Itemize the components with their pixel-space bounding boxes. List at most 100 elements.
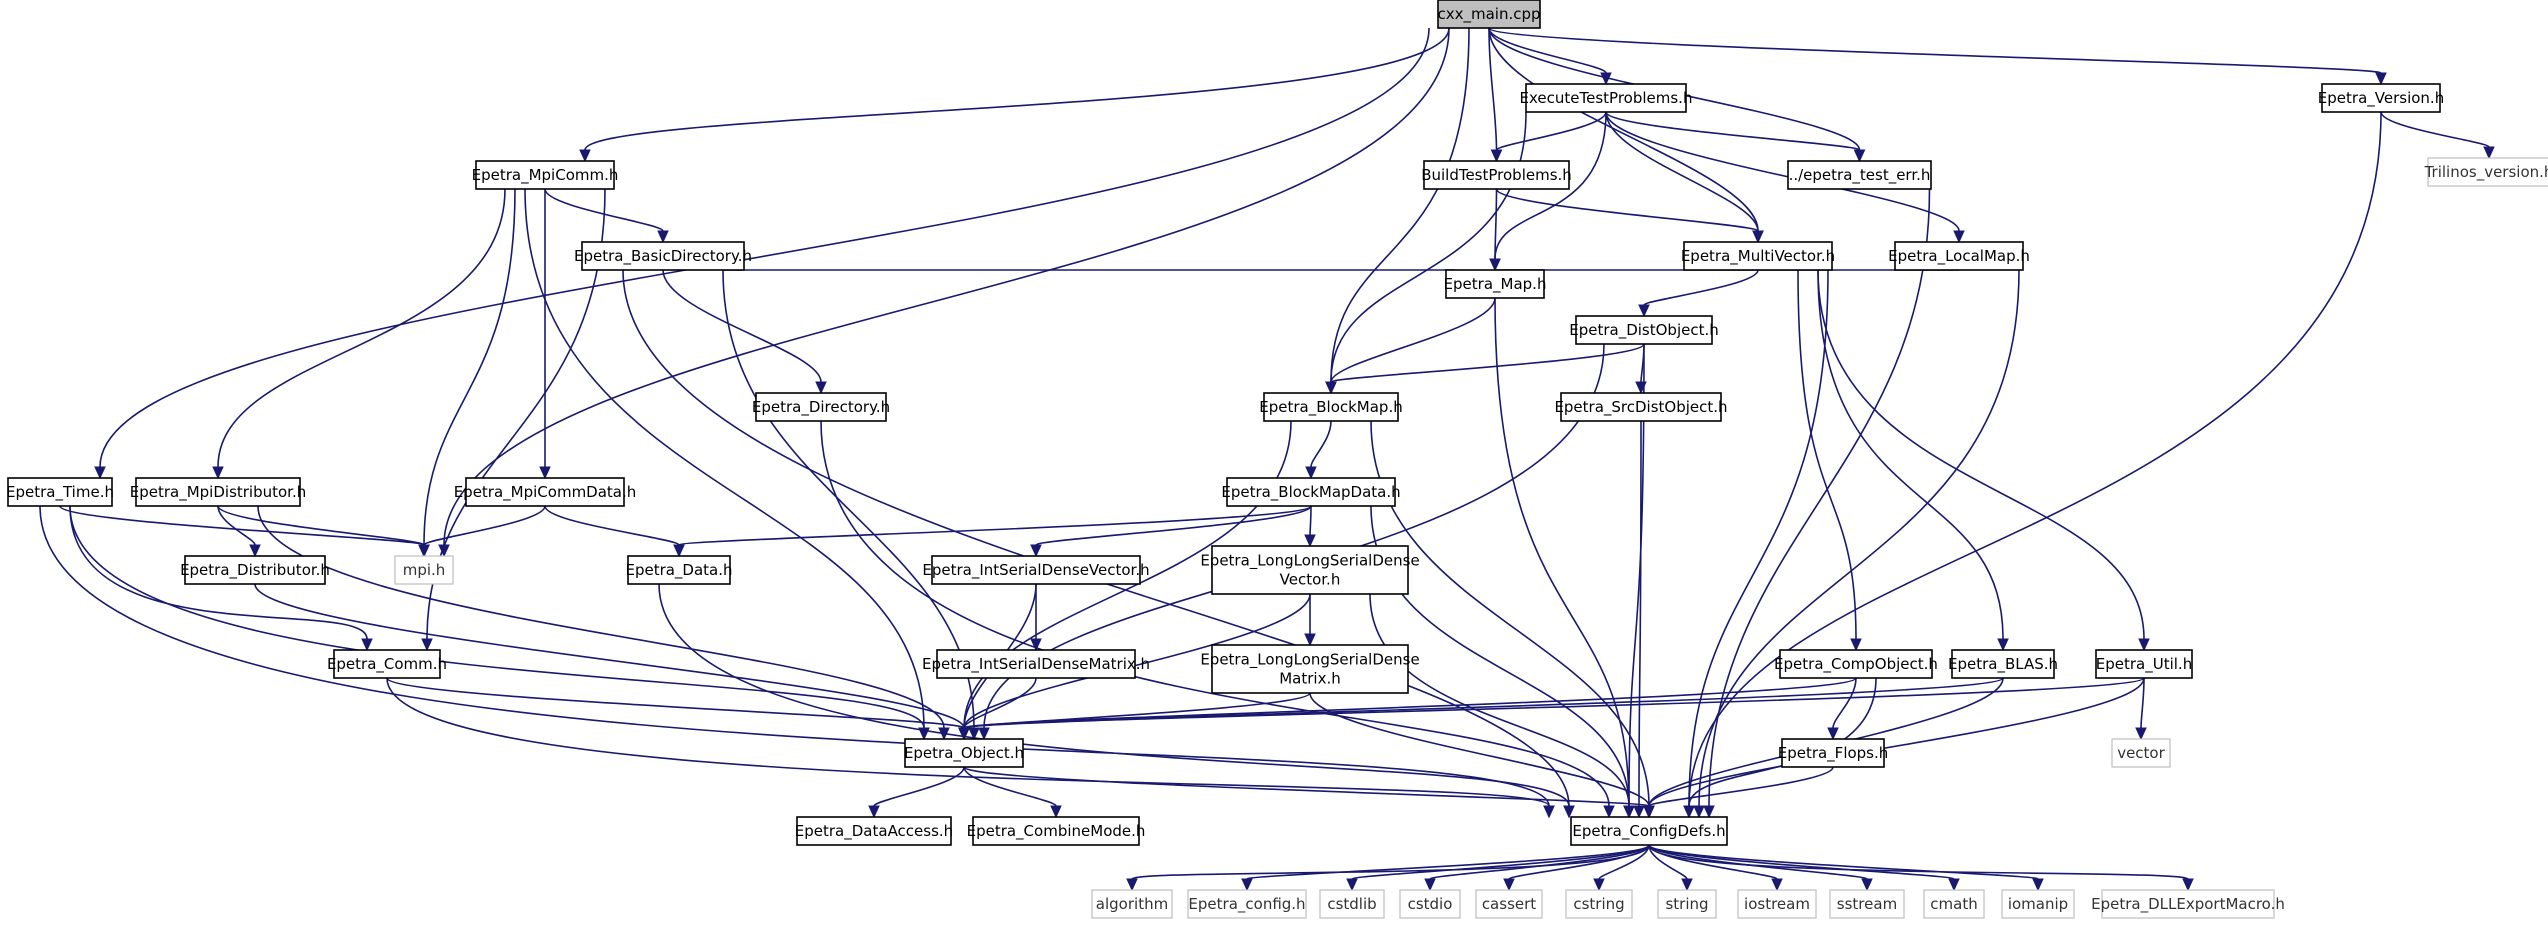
edge-Epetra_Time-to-Epetra_Object <box>69 505 925 729</box>
node-Epetra_LocalMap[interactable]: Epetra_LocalMap.h <box>1888 241 2030 271</box>
arrowhead-BuildTestProblems-to-Epetra_Map <box>1489 258 1501 272</box>
edge-Epetra_MultiVector-to-Epetra_ConfigDefs <box>1688 269 1829 807</box>
node-Epetra_MpiComm[interactable]: Epetra_MpiComm.h <box>472 160 619 190</box>
node-label-cassert: cassert <box>1482 895 1536 913</box>
node-label-Epetra_LongLongSerialDenseMatrix-1: Matrix.h <box>1279 670 1341 688</box>
arrowhead-epetra_test_err-to-Epetra_ConfigDefs <box>1703 805 1715 819</box>
edge-Epetra_MultiVector-to-Epetra_BLAS <box>1817 269 2004 640</box>
node-box-BuildTestProblems <box>1423 160 1570 190</box>
arrowhead-Epetra_BasicDirectory-to-Epetra_Directory <box>815 381 827 395</box>
arrowhead-Epetra_ConfigDefs-to-cstring <box>1593 878 1605 892</box>
node-label-vector: vector <box>2117 744 2165 762</box>
node-label-Epetra_Version: Epetra_Version.h <box>2318 89 2444 108</box>
edge-Epetra_BlockMapData-to-Epetra_Data <box>678 505 1312 546</box>
edge-ExecuteTestProblems-to-Epetra_Map <box>1494 111 1607 260</box>
arrowhead-ExecuteTestProblems-to-BuildTestProblems <box>1490 149 1503 163</box>
arrowhead-Epetra_MpiComm-to-Epetra_BasicDirectory <box>657 230 669 244</box>
node-Epetra_ConfigDefs[interactable]: Epetra_ConfigDefs.h <box>1570 816 1728 846</box>
node-label-Epetra_DistObject: Epetra_DistObject.h <box>1569 321 1719 340</box>
arrowhead-Epetra_LocalMap-to-Epetra_ConfigDefs <box>1693 805 1705 819</box>
arrowhead-cxx_main-to-Epetra_Time <box>94 466 106 480</box>
node-Epetra_Time[interactable]: Epetra_Time.h <box>6 477 114 507</box>
edge-cxx_main-to-ExecuteTestProblems <box>1488 27 1607 74</box>
node-Epetra_MpiDistributor[interactable]: Epetra_MpiDistributor.h <box>130 477 307 507</box>
arrowhead-Epetra_BasicDirectory-to-Epetra_Object <box>968 727 980 741</box>
node-box-Epetra_BlockMapData <box>1226 477 1396 507</box>
edge-Epetra_LongLongSerialDenseVector-to-Epetra_ConfigDefs <box>1369 593 1630 807</box>
node-Epetra_Object[interactable]: Epetra_Object.h <box>904 738 1024 768</box>
node-box-Epetra_LongLongSerialDenseMatrix <box>1211 644 1409 694</box>
edge-Epetra_ConfigDefs-to-string <box>1648 844 1688 880</box>
node-label-Epetra_CombineMode: Epetra_CombineMode.h <box>967 822 1146 841</box>
node-box-Epetra_Map <box>1445 269 1545 299</box>
node-box-Epetra_config <box>1187 889 1307 919</box>
node-Epetra_Data[interactable]: Epetra_Data.h <box>625 555 733 585</box>
arrowhead-Epetra_MultiVector-to-Epetra_Util <box>2138 638 2150 652</box>
node-Epetra_Map[interactable]: Epetra_Map.h <box>1444 269 1547 299</box>
node-Epetra_BlockMap[interactable]: Epetra_BlockMap.h <box>1259 392 1403 422</box>
edge-cxx_main-to-BuildTestProblems <box>1488 27 1498 151</box>
node-BuildTestProblems[interactable]: BuildTestProblems.h <box>1421 160 1572 190</box>
node-box-Epetra_IntSerialDenseVector <box>931 555 1141 585</box>
node-label-sstream: sstream <box>1837 895 1897 913</box>
edge-Epetra_Object-to-Epetra_CombineMode <box>963 766 1057 807</box>
node-label-Epetra_DataAccess: Epetra_DataAccess.h <box>795 822 953 841</box>
node-box-cstdio <box>1399 889 1461 919</box>
arrowhead-Epetra_ConfigDefs-to-cmath <box>1948 878 1960 892</box>
edge-Epetra_Util-to-vector <box>2140 677 2145 729</box>
node-label-Epetra_MpiDistributor: Epetra_MpiDistributor.h <box>130 483 307 502</box>
edge-BuildTestProblems-to-Epetra_Map <box>1494 188 1498 260</box>
node-Epetra_Comm[interactable]: Epetra_Comm.h <box>327 649 447 679</box>
edge-ExecuteTestProblems-to-epetra_test_err <box>1605 111 1861 151</box>
node-box-iostream <box>1737 889 1817 919</box>
edge-BuildTestProblems-to-Epetra_MultiVector <box>1495 188 1759 232</box>
node-Epetra_Directory[interactable]: Epetra_Directory.h <box>752 392 890 422</box>
node-Epetra_Version[interactable]: Epetra_Version.h <box>2318 83 2444 113</box>
node-Epetra_BlockMapData[interactable]: Epetra_BlockMapData.h <box>1221 477 1401 507</box>
node-Epetra_Flops[interactable]: Epetra_Flops.h <box>1778 738 1889 768</box>
edge-Epetra_ConfigDefs-to-cstdio <box>1429 844 1650 880</box>
edge-Epetra_BlockMapData-to-Epetra_LongLongSerialDenseVector <box>1309 505 1312 536</box>
node-label-Epetra_MpiCommData: Epetra_MpiCommData.h <box>454 483 637 502</box>
edge-Epetra_MpiComm-to-mpi <box>423 188 516 546</box>
node-Epetra_DataAccess[interactable]: Epetra_DataAccess.h <box>795 816 953 846</box>
arrowhead-Epetra_Util-to-vector <box>2135 727 2147 741</box>
node-cxx_main[interactable]: cxx_main.cpp <box>1437 0 1541 29</box>
arrowhead-Epetra_Object-to-Epetra_ConfigDefs <box>1643 805 1655 819</box>
node-Epetra_BLAS[interactable]: Epetra_BLAS.h <box>1948 649 2058 679</box>
edge-Epetra_Time-to-mpi <box>59 505 425 546</box>
node-Epetra_IntSerialDenseMatrix[interactable]: Epetra_IntSerialDenseMatrix.h <box>922 649 1150 679</box>
node-Epetra_Util[interactable]: Epetra_Util.h <box>2095 649 2193 679</box>
node-label-Epetra_Time: Epetra_Time.h <box>6 483 114 502</box>
edge-Epetra_Directory-to-Epetra_ConfigDefs <box>820 420 1610 807</box>
edge-cxx_main-to-Epetra_Time <box>99 27 1430 468</box>
arrowhead-Epetra_Object-to-Epetra_CombineMode <box>1050 805 1062 819</box>
node-box-Epetra_BLAS <box>1951 649 2055 679</box>
node-Epetra_IntSerialDenseVector[interactable]: Epetra_IntSerialDenseVector.h <box>922 555 1150 585</box>
node-ExecuteTestProblems[interactable]: ExecuteTestProblems.h <box>1520 83 1693 113</box>
edge-Epetra_ConfigDefs-to-Epetra_DLLExportMacro <box>1648 844 2189 880</box>
node-label-epetra_test_err: ../epetra_test_err.h <box>1789 166 1931 185</box>
node-box-Trilinos_version <box>2427 157 2548 187</box>
edge-Epetra_ConfigDefs-to-Epetra_config <box>1246 844 1650 880</box>
edge-Epetra_Version-to-Epetra_ConfigDefs <box>1688 111 2382 807</box>
arrowhead-Epetra_MpiComm-to-Epetra_MpiDistributor <box>212 466 224 480</box>
node-Trilinos_version: Trilinos_version.h <box>2424 157 2548 187</box>
node-label-Epetra_BlockMap: Epetra_BlockMap.h <box>1259 398 1402 417</box>
node-Epetra_DistObject[interactable]: Epetra_DistObject.h <box>1569 315 1719 345</box>
arrowhead-Epetra_IntSerialDenseVector-to-Epetra_IntSerialDenseMatrix <box>1030 638 1042 652</box>
node-Epetra_MultiVector[interactable]: Epetra_MultiVector.h <box>1681 241 1835 271</box>
node-Epetra_SrcDistObject[interactable]: Epetra_SrcDistObject.h <box>1554 392 1728 422</box>
node-Epetra_CompObject[interactable]: Epetra_CompObject.h <box>1774 649 1938 679</box>
arrowhead-Epetra_BlockMapData-to-Epetra_LongLongSerialDenseVector <box>1304 534 1316 548</box>
node-Epetra_CombineMode[interactable]: Epetra_CombineMode.h <box>967 816 1146 846</box>
node-epetra_test_err[interactable]: ../epetra_test_err.h <box>1787 160 1932 190</box>
node-box-epetra_test_err <box>1787 160 1932 190</box>
node-Epetra_MpiCommData[interactable]: Epetra_MpiCommData.h <box>454 477 637 507</box>
node-label-Epetra_MpiComm: Epetra_MpiComm.h <box>472 166 619 185</box>
node-Epetra_BasicDirectory[interactable]: Epetra_BasicDirectory.h <box>574 241 752 271</box>
node-Epetra_Distributor[interactable]: Epetra_Distributor.h <box>180 555 330 585</box>
arrowhead-Epetra_DistObject-to-Epetra_BlockMap <box>1325 381 1337 395</box>
